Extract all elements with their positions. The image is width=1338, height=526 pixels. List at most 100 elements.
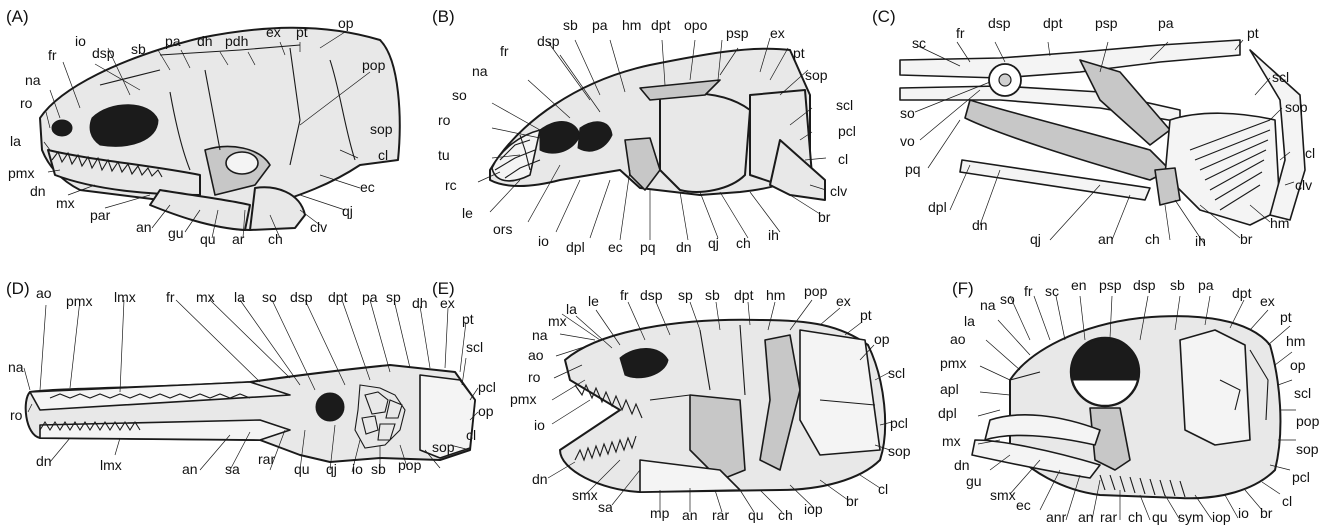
label-la: la (10, 133, 21, 149)
label-hm: hm (1270, 215, 1289, 231)
label-na: na (980, 297, 996, 313)
panel-letter: (F) (952, 279, 974, 298)
label-na: na (532, 327, 548, 343)
label-hm: hm (1286, 333, 1305, 349)
label-rc: rc (445, 177, 457, 193)
label-qj: qj (342, 203, 353, 219)
label-mx: mx (548, 313, 567, 329)
label-ec: ec (360, 179, 375, 195)
label-pmx: pmx (510, 391, 536, 407)
label-cl: cl (466, 427, 476, 443)
label-qj: qj (1030, 231, 1041, 247)
label-cl: cl (1282, 493, 1292, 509)
label-dh: dh (197, 33, 213, 49)
label-pmx: pmx (940, 355, 966, 371)
panel-f: (F) so fr sc en psp dsp sb pa dpt ex pt … (938, 277, 1320, 525)
label-pt: pt (1247, 25, 1259, 41)
label-smx: smx (990, 487, 1016, 503)
label-iop: iop (804, 501, 823, 517)
label-pa: pa (1158, 15, 1174, 31)
label-mx: mx (196, 289, 215, 305)
label-br: br (1260, 505, 1273, 521)
label-op: op (874, 331, 890, 347)
label-dpt: dpt (1043, 15, 1063, 31)
label-scl: scl (836, 97, 853, 113)
label-so: so (452, 87, 467, 103)
label-ro: ro (438, 112, 451, 128)
label-fr: fr (500, 43, 509, 59)
label-sb: sb (563, 17, 578, 33)
label-dpl: dpl (928, 199, 947, 215)
label-ar: ar (232, 231, 245, 247)
label-la: la (234, 289, 245, 305)
label-an: an (1098, 231, 1114, 247)
label-ex: ex (1260, 293, 1275, 309)
label-ch: ch (1128, 509, 1143, 525)
label-dpt: dpt (328, 289, 348, 305)
label-ch: ch (736, 235, 751, 251)
label-sym: sym (1178, 509, 1204, 525)
label-ro: ro (528, 369, 541, 385)
label-psp: psp (726, 25, 749, 41)
label-ch: ch (778, 507, 793, 523)
label-ch: ch (1145, 231, 1160, 247)
label-fr: fr (620, 287, 629, 303)
label-an: an (136, 219, 152, 235)
label-ao: ao (950, 331, 966, 347)
label-io: io (75, 33, 86, 49)
panel-letter: (C) (872, 7, 896, 26)
label-ao: ao (528, 347, 544, 363)
label-pt: pt (860, 307, 872, 323)
label-sb: sb (131, 41, 146, 57)
label-sc: sc (912, 35, 926, 51)
label-pmx: pmx (8, 165, 34, 181)
label-sa: sa (225, 461, 240, 477)
label-scl: scl (888, 365, 905, 381)
label-rar: rar (712, 507, 729, 523)
label-pop: pop (1296, 413, 1320, 429)
label-par: par (90, 207, 111, 223)
label-na: na (472, 63, 488, 79)
label-sp: sp (678, 287, 693, 303)
label-ro: ro (20, 95, 33, 111)
label-iop: iop (1212, 509, 1231, 525)
label-opo: opo (684, 17, 708, 33)
label-rar: rar (258, 451, 275, 467)
label-pcl: pcl (890, 415, 908, 431)
label-qu: qu (748, 507, 764, 523)
label-lmx: lmx (100, 457, 122, 473)
label-io: io (1238, 505, 1249, 521)
label-dpt: dpt (651, 17, 671, 33)
panel-letter: (E) (432, 279, 455, 298)
label-pq: pq (905, 161, 921, 177)
label-pa: pa (165, 33, 181, 49)
label-dpl: dpl (938, 405, 957, 421)
label-scl: scl (1272, 69, 1289, 85)
label-sop: sop (432, 439, 455, 455)
label-ih: ih (1195, 233, 1206, 249)
label-pcl: pcl (1292, 469, 1310, 485)
label-le: le (588, 293, 599, 309)
skull-drawing-e (548, 300, 892, 512)
label-dpt: dpt (1232, 285, 1252, 301)
label-an: an (1078, 509, 1094, 525)
panel-letter: (B) (432, 7, 455, 26)
label-pa: pa (592, 17, 608, 33)
skull-drawing-d (24, 300, 478, 472)
panel-d: (D) ao pmx lmx fr mx la so dsp dpt pa sp… (6, 279, 496, 477)
label-qj: qj (708, 235, 719, 251)
panel-a: (A) dsp sb pa dh pdh ex pt op pop io fr … (6, 7, 400, 247)
label-so: so (1000, 291, 1015, 307)
label-pt: pt (793, 45, 805, 61)
label-ih: ih (768, 227, 779, 243)
label-cl: cl (1305, 145, 1315, 161)
label-pdh: pdh (225, 33, 248, 49)
label-na: na (25, 72, 41, 88)
label-fr: fr (48, 47, 57, 63)
label-le: le (462, 205, 473, 221)
label-sc: sc (1045, 283, 1059, 299)
label-dn: dn (36, 453, 52, 469)
label-cl: cl (378, 147, 388, 163)
label-io: io (352, 461, 363, 477)
